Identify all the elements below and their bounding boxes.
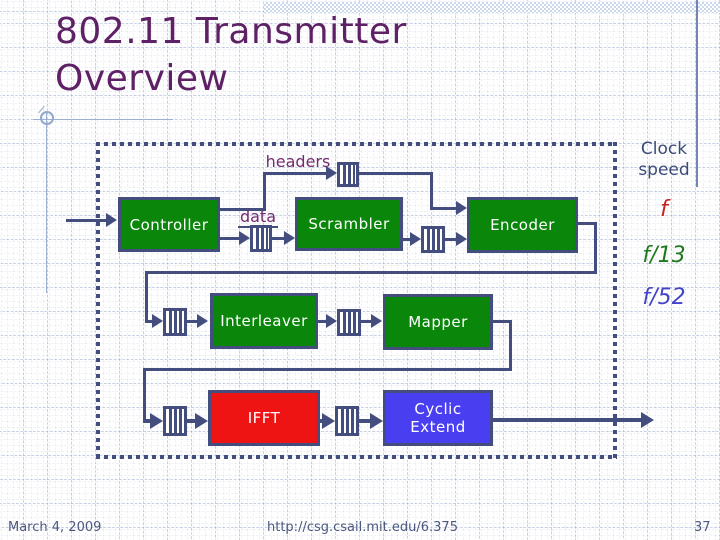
- connector-headers-6: [430, 207, 457, 210]
- arrowhead-row3-fifo: [150, 413, 163, 429]
- block-encoder: Encoder: [467, 197, 578, 253]
- clock-speed-label: Clock speed: [630, 139, 698, 181]
- arrowhead-ifft: [195, 413, 208, 429]
- fifo-queue-icon: [337, 309, 361, 336]
- fifo-bars: [167, 409, 183, 433]
- arrowhead-data-fifo: [239, 231, 250, 245]
- label-headers: headers: [265, 152, 331, 171]
- connector-headers-4: [359, 172, 433, 175]
- arrowhead-mapper: [371, 314, 382, 328]
- connector-row3-1: [143, 419, 153, 423]
- block-interleaver: Interleaver: [210, 293, 318, 349]
- connector-headers-5: [430, 172, 433, 210]
- connector-row3-4: [359, 419, 372, 423]
- dashed-border-left: [96, 142, 100, 459]
- ornament-horizontal-line: [33, 119, 173, 120]
- connector-data-2: [272, 237, 286, 240]
- block-controller-label: Controller: [129, 215, 209, 234]
- fifo-queue-icon: [335, 406, 359, 436]
- rate-f13: f/13: [642, 243, 686, 268]
- arrowhead-scrambler-fifo: [410, 232, 421, 246]
- rate-f52: f/52: [642, 285, 686, 310]
- page-title-line1: 802.11 Transmitter: [55, 11, 407, 52]
- block-controller: Controller: [118, 197, 220, 252]
- connector-data-1: [220, 237, 242, 240]
- fifo-bars: [254, 228, 268, 249]
- connector-row2-2: [318, 320, 328, 323]
- block-cyclic-extend: Cyclic Extend: [383, 390, 493, 446]
- connector-output: [493, 418, 641, 422]
- fifo-bars: [341, 312, 357, 333]
- block-mapper: Mapper: [383, 294, 493, 350]
- connector-wrap2-d: [143, 368, 146, 421]
- block-cyclic-extend-label1: Cyclic: [414, 400, 462, 418]
- label-data: data: [238, 207, 278, 228]
- block-cyclic-extend-label2: Extend: [410, 418, 466, 436]
- block-scrambler-label: Scrambler: [308, 215, 390, 233]
- connector-headers-1: [220, 208, 266, 211]
- arrowhead-scrambler-encoder: [456, 232, 467, 246]
- arrowhead-headers-fifo: [326, 166, 337, 180]
- connector-wrap2-a: [493, 320, 512, 323]
- connector-scrambler-2: [445, 238, 458, 241]
- arrowhead-interleaver: [197, 314, 208, 328]
- block-ifft-label: IFFT: [247, 409, 281, 427]
- arrowhead-input: [106, 213, 117, 227]
- connector-wrap1-b: [594, 222, 597, 274]
- block-mapper-label: Mapper: [408, 313, 468, 331]
- fifo-bars: [339, 409, 355, 433]
- connector-scrambler-1: [403, 238, 413, 241]
- arrowhead-cyclic-extend: [370, 413, 383, 429]
- connector-headers-2: [263, 172, 266, 211]
- connector-wrap1-c: [145, 271, 597, 274]
- arrowhead-row3-fifo2: [322, 413, 335, 429]
- ornament-vertical-line: [46, 112, 47, 293]
- arrowhead-output: [641, 412, 654, 428]
- block-scrambler: Scrambler: [295, 197, 403, 251]
- connector-wrap2-b: [509, 320, 512, 371]
- footer-url: http://csg.csail.mit.edu/6.375: [267, 520, 458, 535]
- fifo-bars: [425, 229, 441, 250]
- dashed-border-bottom: [96, 455, 617, 459]
- connector-headers-3: [263, 172, 327, 175]
- block-interleaver-label: Interleaver: [220, 312, 308, 330]
- dashed-border-top: [96, 142, 617, 146]
- arrowhead-data-scrambler: [284, 231, 295, 245]
- connector-wrap2-c: [143, 368, 512, 371]
- dashed-border-right: [613, 142, 617, 459]
- footer-page-number: 37: [694, 520, 711, 535]
- fifo-queue-icon: [163, 406, 187, 436]
- page-title: 802.11 Transmitter Overview: [55, 8, 655, 102]
- template-vertical-line: [696, 0, 698, 187]
- fifo-queue-icon: [337, 162, 359, 187]
- compass-ornament-icon: [40, 111, 54, 125]
- clock-speed-line2: speed: [638, 160, 690, 180]
- connector-wrap1-e: [145, 320, 155, 323]
- fifo-queue-icon: [421, 226, 445, 253]
- top-hatch-band: [264, 2, 720, 13]
- connector-row2-3: [361, 320, 373, 323]
- clock-speed-line1: Clock: [640, 139, 688, 159]
- connector-wrap1-d: [145, 271, 148, 323]
- fifo-queue-icon: [163, 308, 187, 336]
- connector-input: [66, 219, 110, 222]
- footer-date: March 4, 2009: [8, 520, 102, 535]
- fifo-queue-icon: [250, 225, 272, 252]
- arrowhead-row2-fifo: [152, 314, 163, 328]
- fifo-bars: [167, 311, 183, 333]
- connector-row3-2: [187, 419, 197, 423]
- fifo-bars: [341, 165, 355, 184]
- block-encoder-label: Encoder: [490, 216, 555, 234]
- block-ifft: IFFT: [208, 390, 320, 446]
- page-title-line2: Overview: [55, 58, 229, 99]
- arrowhead-row2-fifo2: [326, 314, 337, 328]
- connector-wrap1-a: [578, 222, 597, 225]
- rate-f: f: [660, 197, 668, 222]
- arrowhead-headers-encoder: [456, 201, 467, 215]
- connector-row2-1: [187, 320, 199, 323]
